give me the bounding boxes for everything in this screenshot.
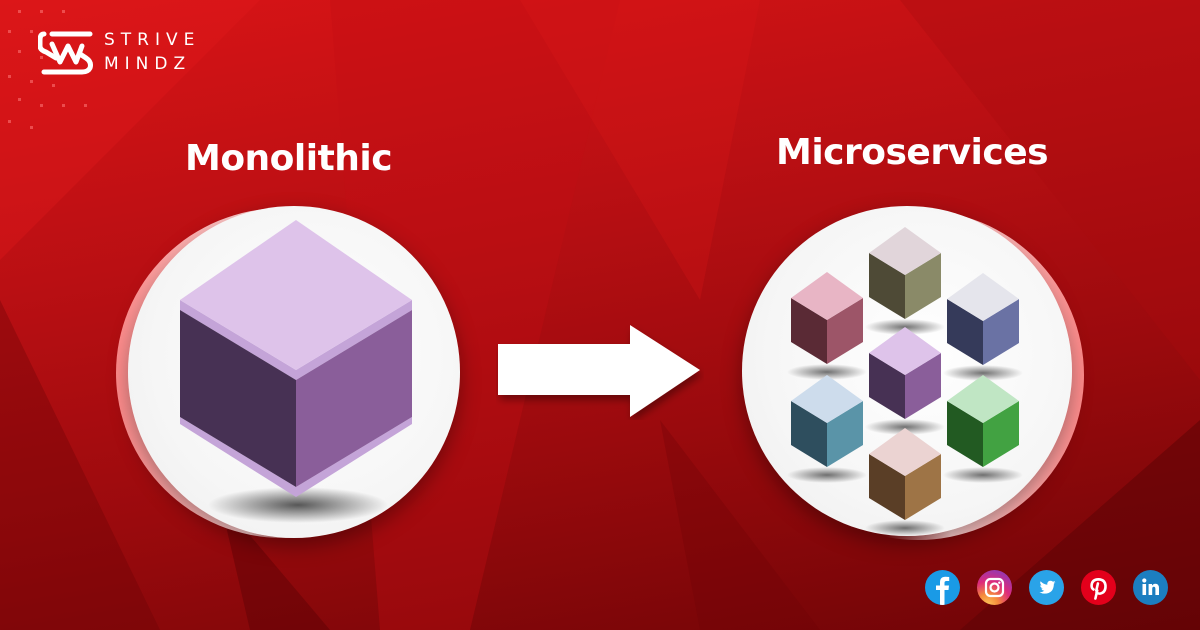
brand-name-line1: STRIVE bbox=[104, 30, 201, 50]
linkedin-icon[interactable] bbox=[1133, 570, 1168, 605]
brand-wordmark: STRIVE MINDZ bbox=[104, 28, 200, 76]
brand-name-line2: MINDZ bbox=[104, 54, 192, 74]
monolithic-title: Monolithic bbox=[185, 138, 393, 179]
cube-upper-left bbox=[787, 272, 867, 380]
cube-top bbox=[865, 227, 945, 335]
cube-upper-right bbox=[943, 273, 1023, 381]
social-links bbox=[925, 570, 1168, 605]
brand-logo[interactable]: STRIVE MINDZ bbox=[38, 28, 200, 76]
right-arrow-icon bbox=[498, 325, 700, 417]
cube-lower-right bbox=[943, 375, 1023, 483]
facebook-icon[interactable] bbox=[925, 570, 960, 605]
cube-lower-left bbox=[787, 375, 867, 483]
cube-bottom bbox=[865, 428, 945, 536]
cube-center bbox=[865, 327, 945, 435]
pinterest-icon[interactable] bbox=[1081, 570, 1116, 605]
microservices-title: Microservices bbox=[776, 132, 1049, 173]
twitter-icon[interactable] bbox=[1029, 570, 1064, 605]
strive-mindz-logo-icon bbox=[38, 31, 93, 75]
instagram-icon[interactable] bbox=[977, 570, 1012, 605]
